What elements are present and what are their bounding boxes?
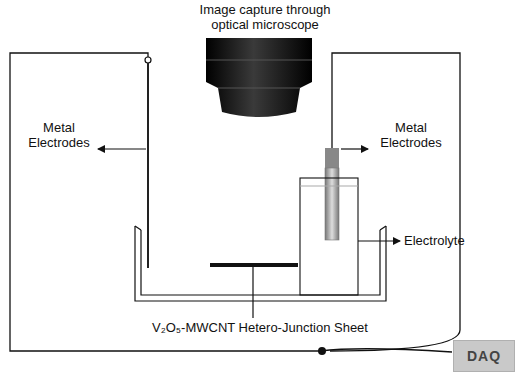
part-label: Metal Electrodes bbox=[372, 120, 450, 150]
electrolyte-container bbox=[300, 178, 358, 295]
right-electrode-cap bbox=[325, 148, 339, 168]
part-label: V₂O₅-MWCNT Hetero-Junction Sheet bbox=[120, 320, 400, 335]
left-electrode bbox=[147, 63, 149, 268]
leader-arrow bbox=[358, 240, 400, 241]
hetero-junction-sheet bbox=[210, 263, 298, 267]
caption-note: Image capture through optical microscope bbox=[180, 2, 350, 32]
part-label: Metal Electrodes bbox=[22, 120, 96, 150]
leader-line bbox=[252, 267, 253, 318]
electrode-terminal bbox=[145, 57, 151, 63]
node-label: DAQ bbox=[467, 348, 501, 364]
junction-dot bbox=[318, 347, 326, 355]
daq-box: DAQ bbox=[453, 340, 515, 372]
leader-arrow bbox=[98, 148, 146, 149]
microscope-objective bbox=[206, 38, 312, 117]
right-electrode bbox=[325, 168, 339, 240]
leader-arrow bbox=[341, 148, 368, 149]
tray bbox=[135, 226, 386, 301]
part-label: Electrolyte bbox=[404, 233, 494, 248]
wires bbox=[10, 53, 460, 352]
